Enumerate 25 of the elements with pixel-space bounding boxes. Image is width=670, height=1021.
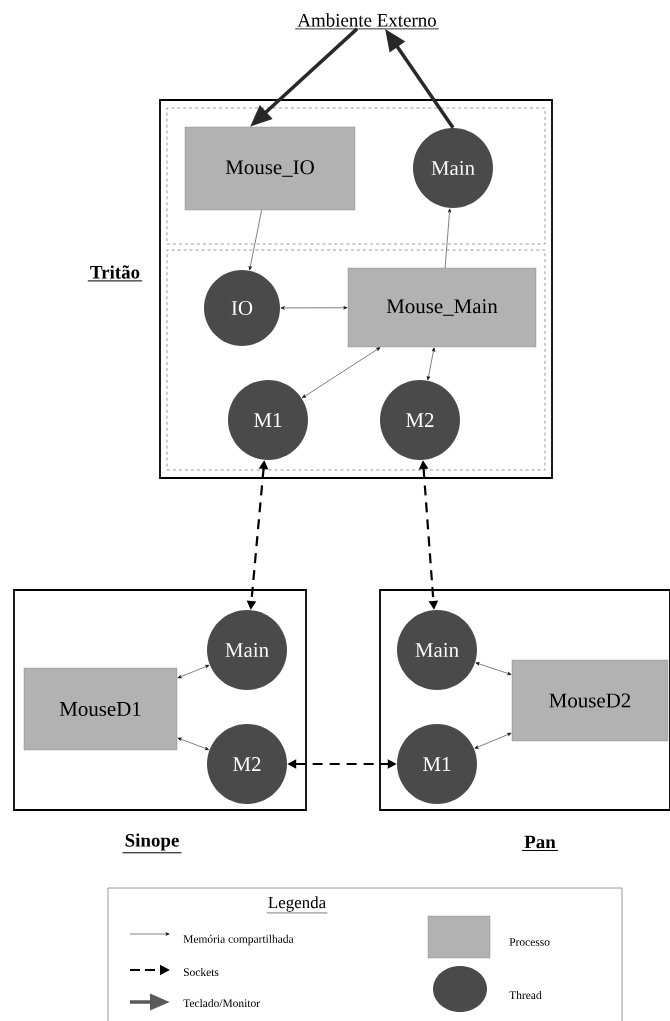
process-box: MouseD1 (23, 667, 178, 751)
arrow (474, 732, 512, 749)
node-label: Sinope (125, 833, 179, 851)
arrow (426, 347, 436, 381)
dashed-region (166, 107, 546, 245)
node-label: Tritão (90, 265, 140, 279)
arrow (475, 662, 512, 675)
legend-text: Thread (509, 990, 542, 1000)
arrow (302, 347, 381, 399)
arrow (177, 737, 209, 750)
dashed-region (166, 249, 546, 471)
legend-text: Processo (509, 938, 550, 946)
process-box: Mouse_Main (347, 267, 537, 348)
heading: Ambiente Externo (294, 13, 440, 30)
legend-text: Teclado/Monitor (183, 998, 260, 1008)
process-box: MouseD2 (511, 659, 669, 742)
arrow (248, 209, 262, 271)
node-label: Pan (524, 835, 556, 849)
legend-text: Memória compartilhada (183, 934, 294, 946)
arrow (177, 665, 210, 679)
legend-text: Sockets (183, 967, 219, 977)
arrow (280, 306, 348, 310)
arrow (444, 208, 452, 269)
process-box: Mouse_IO (184, 126, 356, 211)
legend-title: Legenda (266, 896, 328, 914)
